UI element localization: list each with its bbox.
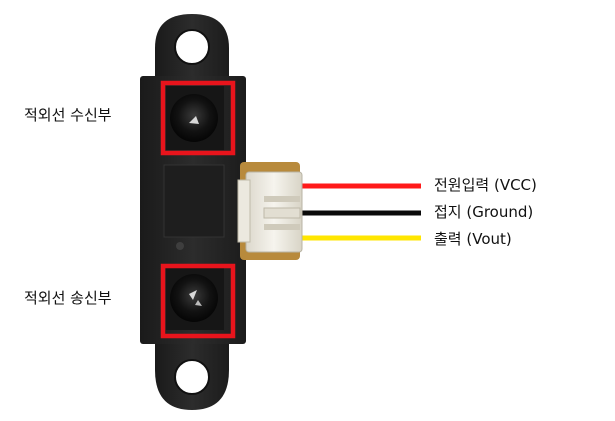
- emitter-highlight-box: [160, 263, 236, 339]
- vcc-label: 전원입력 (VCC): [434, 176, 537, 194]
- top-mounting-tab: [155, 14, 229, 82]
- ir-receiver-lens-icon: [166, 86, 224, 150]
- receiver-highlight-box: [160, 80, 236, 156]
- mounting-hole-icon: [174, 359, 210, 395]
- receiver-label: 적외선 수신부: [24, 106, 112, 124]
- bottom-mounting-tab: [155, 340, 229, 410]
- mounting-hole-icon: [174, 29, 210, 65]
- vout-label: 출력 (Vout): [434, 230, 512, 248]
- ground-label: 접지 (Ground): [434, 203, 534, 221]
- body-ridge: [163, 164, 225, 238]
- emitter-label: 적외선 송신부: [24, 289, 112, 307]
- indicator-dot: [176, 242, 184, 250]
- jst-connector: [237, 171, 303, 253]
- ir-emitter-lens-icon: [166, 266, 224, 330]
